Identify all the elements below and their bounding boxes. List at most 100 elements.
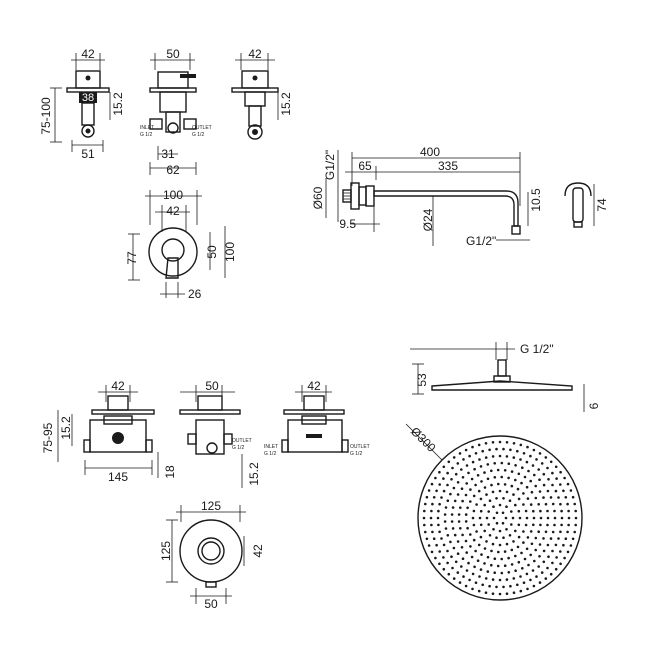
nozzle [560,516,564,520]
nozzle [531,464,535,467]
nozzle [435,489,438,493]
nozzle [544,456,548,459]
nozzle [460,468,463,471]
nozzle [461,533,464,537]
nozzle [514,478,517,482]
nozzle [488,448,491,452]
nozzle [538,581,542,584]
nozzle [562,543,565,547]
nozzle [566,530,569,534]
nozzle [567,523,570,527]
nozzle [542,549,546,553]
nozzle [563,556,566,560]
dim-width: 42 [248,47,262,61]
nozzle [547,478,550,481]
nozzle [525,485,529,489]
nozzle [477,589,481,593]
nozzle [430,482,434,486]
nozzle [526,445,529,449]
nozzle [529,479,532,483]
nozzle [483,562,486,565]
nozzle [564,496,568,499]
nozzle [471,516,475,520]
nozzle [498,578,502,582]
nozzle [574,523,577,527]
nozzle [537,468,540,471]
nozzle [468,454,471,458]
nozzle [523,475,527,479]
nozzle [525,460,529,464]
nozzle [500,475,504,479]
nozzle [459,527,462,530]
nozzle [440,537,443,540]
nozzle [471,460,475,464]
nozzle [521,567,524,570]
dim-width: 42 [111,379,125,393]
nozzle [464,539,468,543]
nozzle [491,578,495,581]
nozzle [542,496,545,499]
nozzle [535,575,538,578]
nozzle [467,471,470,475]
dim-depth: 15.2 [247,462,261,486]
nozzle [500,571,504,575]
nozzle [532,584,536,588]
nozzle [492,505,495,509]
nozzle [505,455,509,458]
nozzle [487,510,491,513]
nozzle [495,447,498,451]
nozzle [485,516,489,520]
label-inlet-size: G 1/2 [264,451,276,457]
nozzle [502,497,505,500]
shower-arm: 400 65 335 G1/2" Ø60 9.5 Ø24 10.5 G1/2" … [311,145,609,248]
nozzle [442,567,446,571]
nozzle [425,537,429,541]
nozzle [427,544,431,547]
nozzle [471,445,474,449]
nozzle [501,511,505,515]
nozzle [538,478,541,482]
nozzle [488,534,492,537]
nozzle [510,563,514,566]
nozzle [453,533,457,537]
nozzle [447,572,451,576]
nozzle [450,520,454,523]
nozzle [534,484,537,488]
nozzle [569,544,573,547]
nozzle [442,477,445,480]
nozzle [430,523,433,527]
nozzle [462,458,465,461]
nozzle [469,533,472,536]
nozzle [559,483,562,486]
dim-handle: 50 [205,245,219,259]
nozzle [505,542,509,546]
nozzle [495,536,498,539]
nozzle [522,452,526,455]
nozzle [529,454,532,458]
nozzle [549,537,553,540]
nozzle [477,443,481,447]
nozzle [538,490,542,493]
nozzle [501,521,505,525]
nozzle [485,540,488,543]
nozzle [488,584,491,588]
nozzle [551,471,554,475]
nozzle [546,543,550,547]
nozzle [437,523,440,527]
nozzle [440,496,443,499]
nozzle [502,447,505,451]
nozzle [567,516,571,520]
nozzle [458,581,462,584]
nozzle [461,499,464,503]
nozzle [549,572,553,576]
nozzle [449,492,452,496]
nozzle [512,577,516,580]
nozzle [529,503,533,506]
nozzle [491,455,495,458]
nozzle [469,500,472,503]
valve-top-left: 42 38 51 75-100 15.2 [39,47,125,161]
nozzle [511,516,515,520]
nozzle [446,499,450,503]
nozzle [512,493,515,496]
